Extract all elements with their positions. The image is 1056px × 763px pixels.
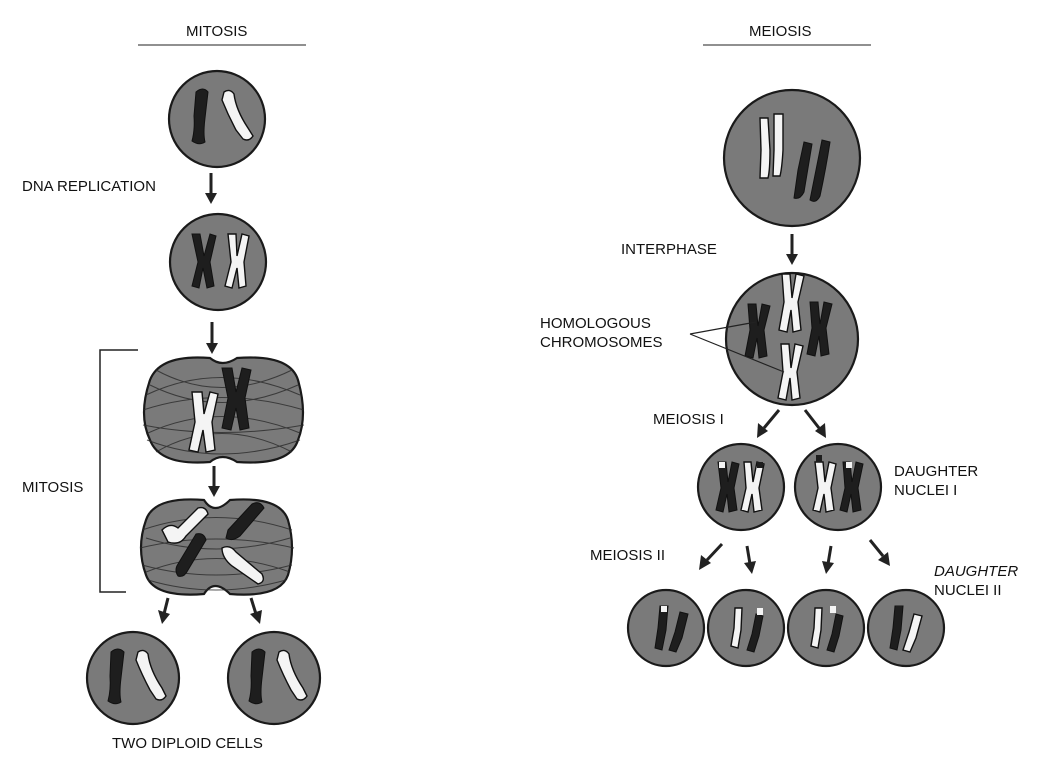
arrow-mitosis-1 (205, 173, 217, 204)
meiosis-title: MEIOSIS (749, 23, 812, 40)
meiosis-homologous-cell (724, 271, 860, 407)
daughter-nuclei-1-label-line2: NUCLEI I (894, 482, 958, 499)
arrow-meiosis1-left (757, 409, 781, 438)
mitosis-parent-cell (167, 69, 267, 169)
arrow-meiosis2-3 (822, 545, 834, 574)
daughter-nuclei-2-b (706, 588, 786, 668)
meiosis-1-label: MEIOSIS I (653, 411, 724, 428)
daughter-nuclei-1-left (696, 442, 786, 532)
mitosis-bracket-label: MITOSIS (22, 479, 84, 496)
mitosis-daughter-cell-left (85, 630, 181, 726)
arrow-mitosis-left (158, 597, 170, 624)
mitosis-metaphase-cell (142, 356, 305, 464)
daughter-nuclei-2-d (866, 588, 946, 668)
daughter-nuclei-2-label-line1: DAUGHTER (934, 563, 1019, 580)
meiosis-parent-cell (722, 88, 862, 228)
mitosis-replicated-cell (168, 212, 268, 312)
arrow-meiosis2-1 (699, 542, 724, 570)
daughter-nuclei-1-label-line1: DAUGHTER (894, 463, 979, 480)
arrow-meiosis2-2 (744, 545, 756, 574)
mitosis-bracket (99, 349, 138, 593)
daughter-nuclei-2-a (626, 588, 706, 668)
dna-replication-label: DNA REPLICATION (22, 178, 156, 195)
meiosis-2-label: MEIOSIS II (590, 547, 666, 564)
daughter-nuclei-2-label-line2: NUCLEI II (934, 582, 1002, 599)
two-diploid-cells-label: TWO DIPLOID CELLS (112, 735, 263, 752)
arrow-meiosis1-right (803, 409, 826, 438)
homologous-label-line2: CHROMOSOMES (540, 334, 663, 351)
mitosis-daughter-cell-right (226, 630, 322, 726)
mitosis-title: MITOSIS (186, 23, 248, 40)
interphase-label: INTERPHASE (621, 241, 717, 258)
arrow-mitosis-3 (208, 466, 220, 497)
daughter-nuclei-2-c (786, 588, 866, 668)
homologous-label-line1: HOMOLOGOUS (540, 315, 651, 332)
mitosis-anaphase-cell (139, 498, 295, 596)
homologous-pointer-lines (689, 321, 785, 373)
daughter-nuclei-1-right (793, 442, 883, 532)
arrow-interphase (786, 234, 798, 265)
arrow-meiosis2-4 (868, 539, 890, 566)
arrow-mitosis-2 (206, 322, 218, 354)
arrow-mitosis-right (249, 597, 262, 624)
